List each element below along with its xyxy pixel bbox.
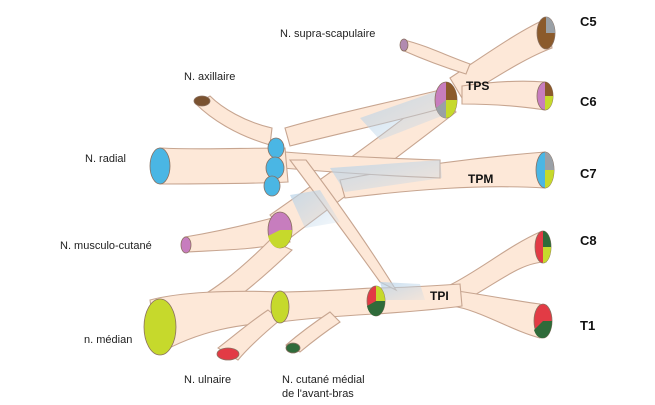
label-t1: T1: [580, 318, 595, 333]
posterior-cord-section-2: [265, 156, 285, 180]
posterior-cord-section-3: [263, 175, 281, 197]
supra-scapulaire-end: [399, 38, 409, 52]
overlay-tpi: [380, 282, 425, 300]
lateral-cord-disc: [267, 211, 293, 249]
cutane-medial-end: [285, 342, 301, 354]
radial-nerve: [159, 147, 289, 185]
overlay-lateral: [290, 190, 340, 228]
label-cutane-line2: de l'avant-bras: [282, 388, 354, 400]
c8-root: [449, 231, 547, 303]
c5-end: [536, 16, 556, 50]
musculo-cutane-nerve: [184, 215, 291, 253]
label-radial: N. radial: [85, 153, 126, 165]
label-c5: C5: [580, 14, 597, 29]
label-tpi: TPI: [430, 289, 449, 303]
label-tps: TPS: [466, 79, 489, 93]
label-tpm: TPM: [468, 172, 493, 186]
ulnaire-end: [216, 347, 240, 361]
label-c6: C6: [580, 94, 597, 109]
label-c8: C8: [580, 233, 597, 248]
t1-end: [533, 303, 553, 339]
tps-disc: [434, 81, 458, 119]
axillaire-nerve: [195, 95, 273, 146]
radial-end: [149, 147, 171, 185]
medial-cord-disc: [270, 290, 290, 324]
label-cutane-line1: N. cutané médial: [282, 374, 365, 386]
label-c7: C7: [580, 166, 597, 181]
c7-end: [535, 151, 555, 189]
c8-end: [534, 230, 552, 264]
musculo-cutane-end: [180, 236, 192, 254]
label-ulnaire: N. ulnaire: [184, 374, 231, 386]
label-median: n. médian: [84, 334, 132, 346]
median-end: [143, 298, 177, 356]
c7-tpm: [339, 151, 546, 199]
label-musculo-cutane: N. musculo-cutané: [60, 240, 152, 252]
t1-root: [449, 289, 541, 339]
axillaire-end: [193, 95, 211, 107]
posterior-cord-section-1: [267, 137, 285, 159]
cutane-medial-nerve: [285, 311, 341, 353]
overlay-tpm: [330, 160, 442, 192]
tpi-disc: [366, 285, 386, 317]
c6-end: [536, 81, 554, 111]
overlay-tps: [360, 90, 452, 140]
label-supra-scapulaire: N. supra-scapulaire: [280, 28, 375, 40]
label-axillaire: N. axillaire: [184, 71, 235, 83]
supra-scapulaire-nerve: [401, 39, 471, 75]
c6-root: [461, 80, 546, 111]
